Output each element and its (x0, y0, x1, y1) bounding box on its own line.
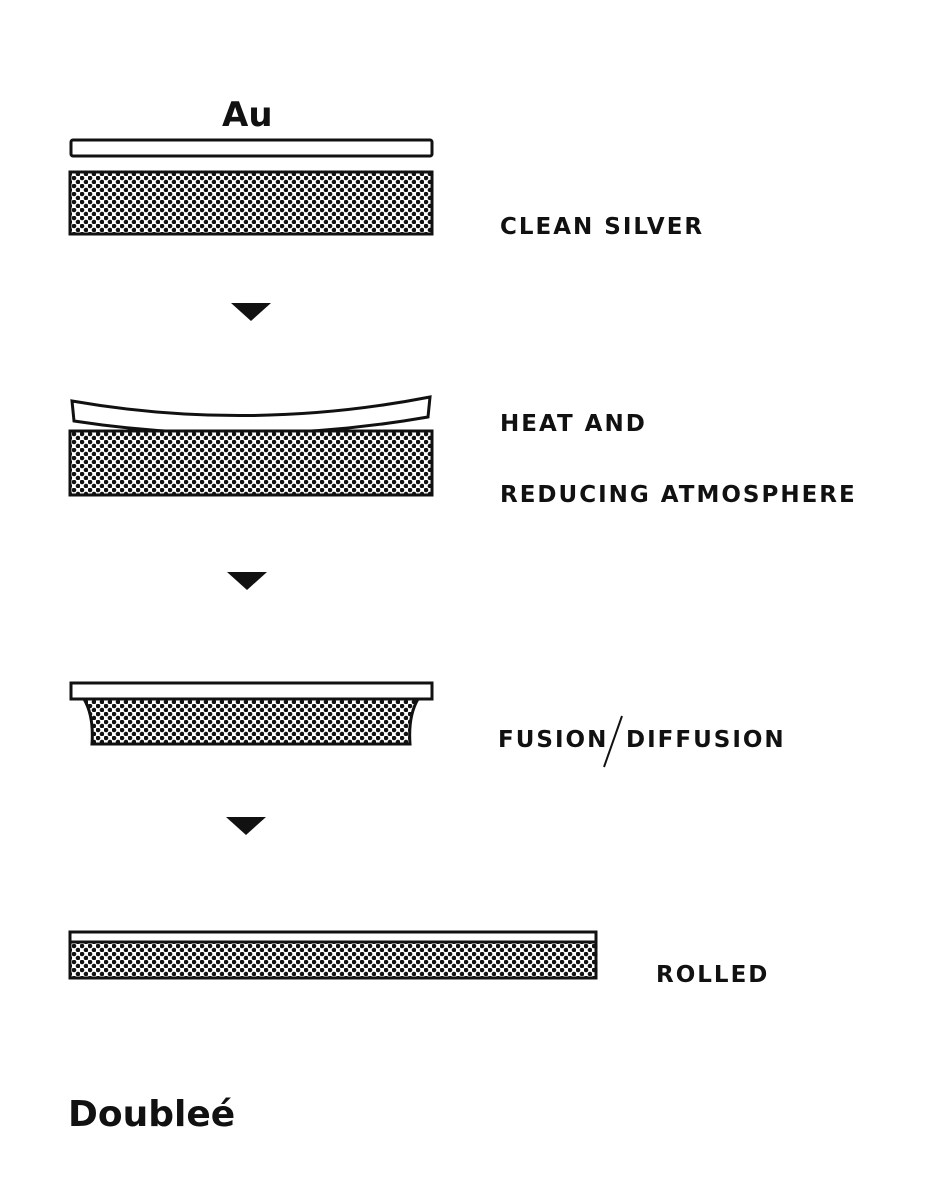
silver-block (68, 170, 434, 236)
curved-gold-strip (70, 395, 432, 436)
step-rolled (68, 930, 598, 980)
silver-block (68, 429, 434, 497)
au-label: Au (222, 95, 273, 135)
step-fusion (69, 681, 434, 746)
slash-divider (603, 715, 623, 768)
step-label-rolled: ROLLED (656, 962, 769, 988)
down-arrow-icon (226, 817, 266, 835)
step-heat (68, 395, 434, 497)
down-arrow-icon (231, 303, 271, 321)
step-label-diffusion: DIFFUSION (626, 727, 786, 753)
rolled-silver-layer (68, 940, 598, 980)
step-label-atmosphere: REDUCING ATMOSPHERE (500, 482, 857, 508)
step-label-clean-silver: CLEAN SILVER (500, 214, 704, 240)
diagram-title: Doubleé (68, 1094, 235, 1135)
down-arrow-icon (227, 572, 267, 590)
fused-silver-block (81, 697, 421, 746)
step-clean-silver (68, 138, 434, 236)
step-label-fusion: FUSION (498, 727, 608, 753)
gold-strip (69, 681, 434, 701)
step-label-heat: HEAT AND (500, 411, 647, 437)
gold-strip (69, 138, 434, 158)
